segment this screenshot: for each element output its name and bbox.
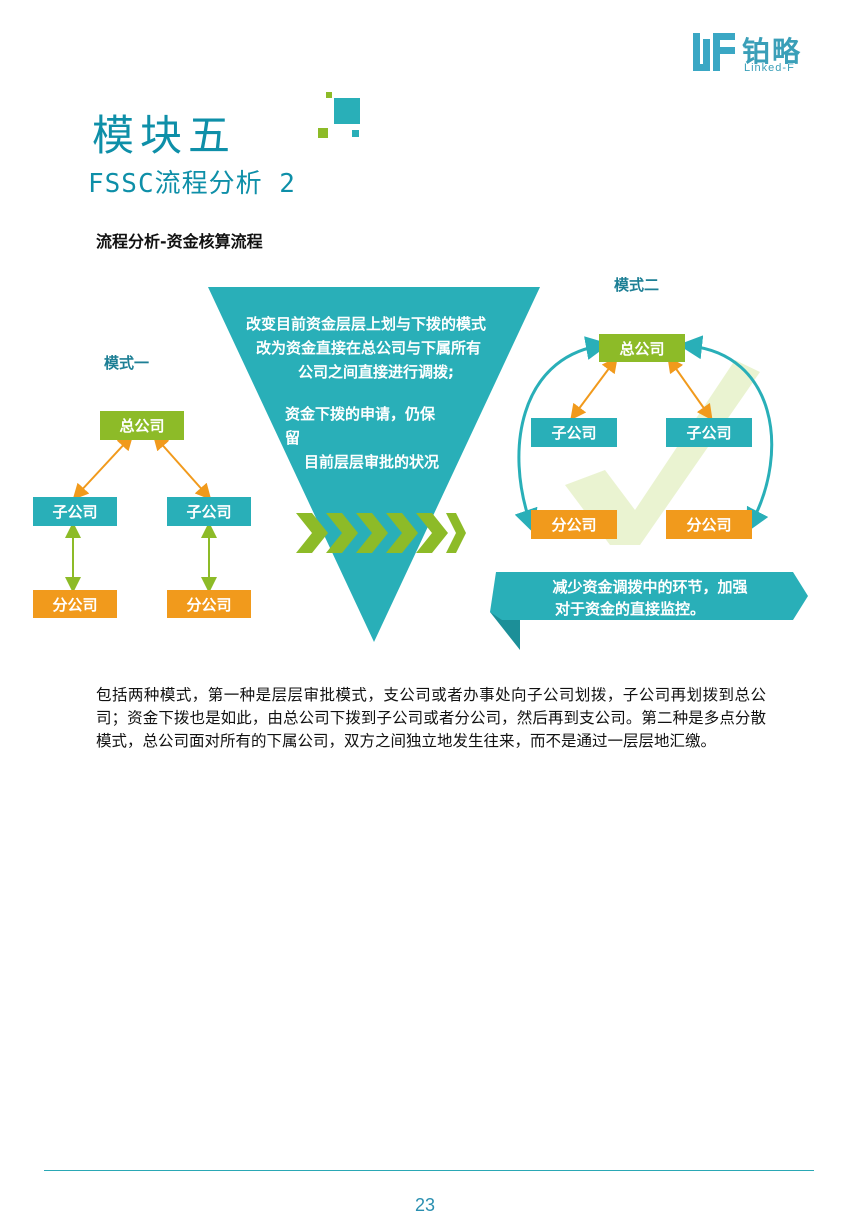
mode1-subsidiary-box: 子公司 (33, 497, 117, 526)
mode2-subsidiary-box: 子公司 (531, 418, 617, 447)
mode2-branch-box: 分公司 (531, 510, 617, 539)
triangle-text-line: 公司之间直接进行调拨; (298, 363, 454, 381)
mode1-subsidiary-box: 子公司 (167, 497, 251, 526)
mode2-subsidiary-box: 子公司 (666, 418, 752, 447)
mode1-branch-box: 分公司 (33, 590, 117, 618)
mode2-head-office-box: 总公司 (599, 334, 685, 362)
mode-two-label: 模式二 (614, 276, 660, 294)
section-heading: 流程分析-资金核算流程 (96, 232, 263, 251)
banner-text-line: 减少资金调拨中的环节，加强 (552, 578, 748, 596)
logo-text: 铂略 (742, 35, 803, 68)
page-subtitle: FSSC流程分析 2 (88, 169, 296, 199)
footer-divider (44, 1170, 814, 1171)
center-triangle (208, 287, 540, 642)
logo-subtext: Linked-F (744, 62, 795, 74)
chevron-arrows-icon (296, 513, 466, 553)
triangle-text-line: 资金下拨的申请，仍保 (285, 405, 436, 423)
bottom-banner-tail (490, 612, 520, 650)
bottom-banner (490, 572, 808, 620)
mode1-branch-box: 分公司 (167, 590, 251, 618)
logo-mark-icon (693, 33, 735, 71)
triangle-text-line: 改变目前资金层层上划与下拨的模式 (246, 315, 487, 333)
mode2-branch-box: 分公司 (666, 510, 752, 539)
flow-diagram-graphics (65, 287, 808, 650)
mode1-head-office-box: 总公司 (100, 411, 184, 440)
mode-one-label: 模式一 (104, 354, 150, 372)
page-title: 模块五 (92, 111, 237, 160)
triangle-text-line: 留 (285, 429, 301, 447)
triangle-text-line: 目前层层审批的状况 (304, 453, 440, 471)
banner-text-line: 对于资金的直接监控。 (554, 600, 705, 618)
body-paragraph: 包括两种模式，第一种是层层审批模式，支公司或者办事处向子公司划拨，子公司再划拨到… (96, 686, 766, 750)
triangle-text-line: 改为资金直接在总公司与下属所有 (256, 339, 482, 357)
page-number: 23 (414, 1195, 436, 1215)
decorative-squares-icon (318, 92, 360, 138)
